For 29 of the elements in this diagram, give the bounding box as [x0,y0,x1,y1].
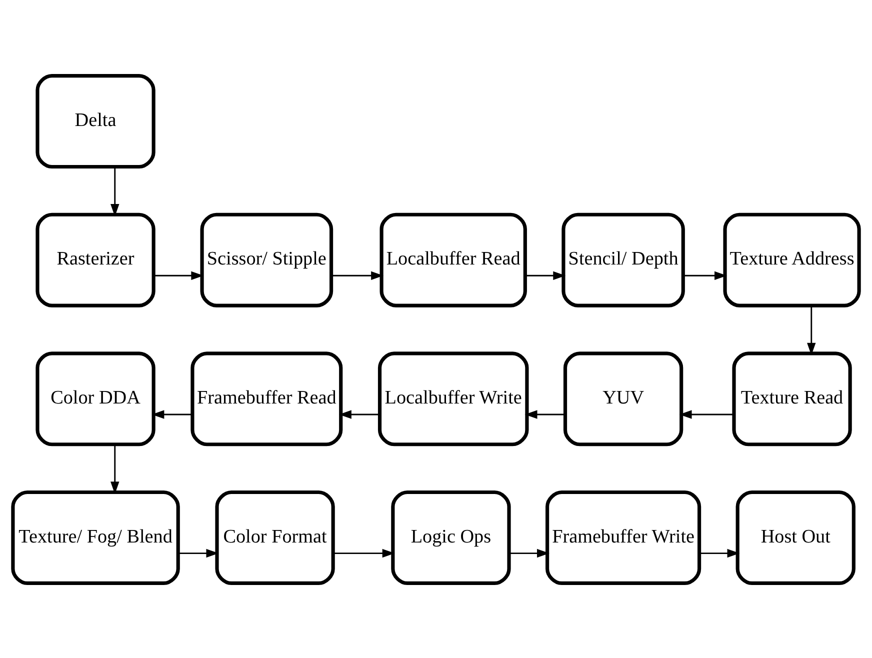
arrow [679,410,734,418]
node-box: Localbuffer Write [378,351,529,446]
node-box: Texture Read [732,351,852,446]
arrow [699,548,740,558]
arrow [178,548,219,558]
arrow [525,270,566,280]
arrow [524,410,565,418]
node-box: Framebuffer Read [190,351,343,446]
node-box: Stencil/ Depth [562,212,685,307]
node-box: Color Format [215,490,335,584]
arrow [110,166,120,216]
node-box: YUV [563,351,684,446]
arrow [152,410,192,418]
arrow [683,270,727,280]
arrow [331,270,384,280]
node-box: Delta [36,74,156,168]
node-box: Logic Ops [391,490,511,584]
arrow [338,410,380,418]
node-box: Color DDA [36,351,156,446]
node-box: Texture/ Fog/ Blend [11,490,180,584]
node-box: Localbuffer Read [380,212,527,307]
node-box: Texture Address [723,212,861,307]
node-box: Framebuffer Write [546,490,702,584]
node-box: Host Out [736,490,856,584]
arrow [509,548,550,558]
arrow [333,548,395,558]
node-box: Scissor/ Stipple [200,212,334,307]
arrow [807,305,816,355]
node-box: Rasterizer [36,212,156,307]
